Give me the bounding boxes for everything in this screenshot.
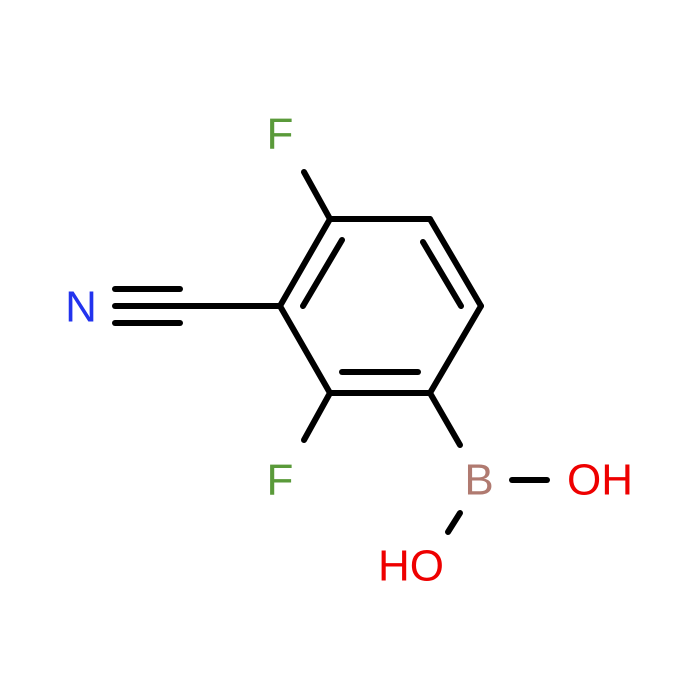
bond-b-oh-bottom bbox=[445, 510, 463, 535]
substituent-bonds bbox=[112, 169, 550, 535]
benzene-ring bbox=[277, 216, 484, 396]
ring-bond-c5-c6 bbox=[277, 303, 333, 396]
atom-label-f-top: F bbox=[267, 110, 294, 159]
ring-bond-c6-c1 bbox=[277, 216, 333, 309]
bond-c-b bbox=[427, 390, 463, 448]
atom-labels: F F N B OH HO bbox=[65, 110, 633, 591]
ring-inner-bond-c2-c3 bbox=[420, 239, 464, 309]
atom-label-f-bottom: F bbox=[267, 456, 294, 505]
bond-c-f-bottom bbox=[301, 390, 333, 443]
ring-inner-bond-c6-c1 bbox=[300, 237, 345, 309]
atom-label-b: B bbox=[464, 456, 493, 505]
ring-bond-c2-c3 bbox=[427, 216, 484, 309]
atom-label-oh-right: OH bbox=[567, 456, 633, 505]
atom-label-n: N bbox=[65, 283, 97, 332]
ring-bond-c3-c4 bbox=[427, 303, 484, 396]
atom-label-ho-bottom: HO bbox=[378, 542, 444, 591]
bond-c-f-top bbox=[301, 169, 333, 222]
